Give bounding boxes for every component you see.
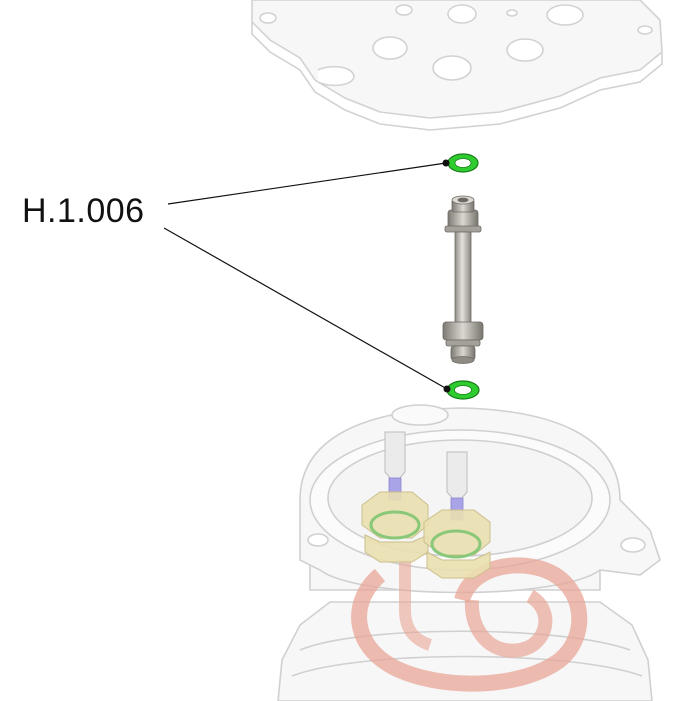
left-terminal: [361, 431, 429, 563]
callout-leaders: [163, 162, 448, 390]
callout-label: H.1.006: [22, 192, 145, 230]
top-plate: [251, 0, 663, 131]
leader-dot-lower: [443, 385, 451, 393]
tie-rod: [442, 195, 484, 364]
upper-o-ring: [447, 153, 479, 173]
right-terminal: [423, 451, 491, 579]
leader-line-upper: [167, 162, 447, 205]
leader-line-lower: [163, 227, 448, 390]
leader-dot-upper: [442, 159, 450, 167]
heating-element: [351, 431, 588, 692]
lower-o-ring: [446, 380, 480, 400]
